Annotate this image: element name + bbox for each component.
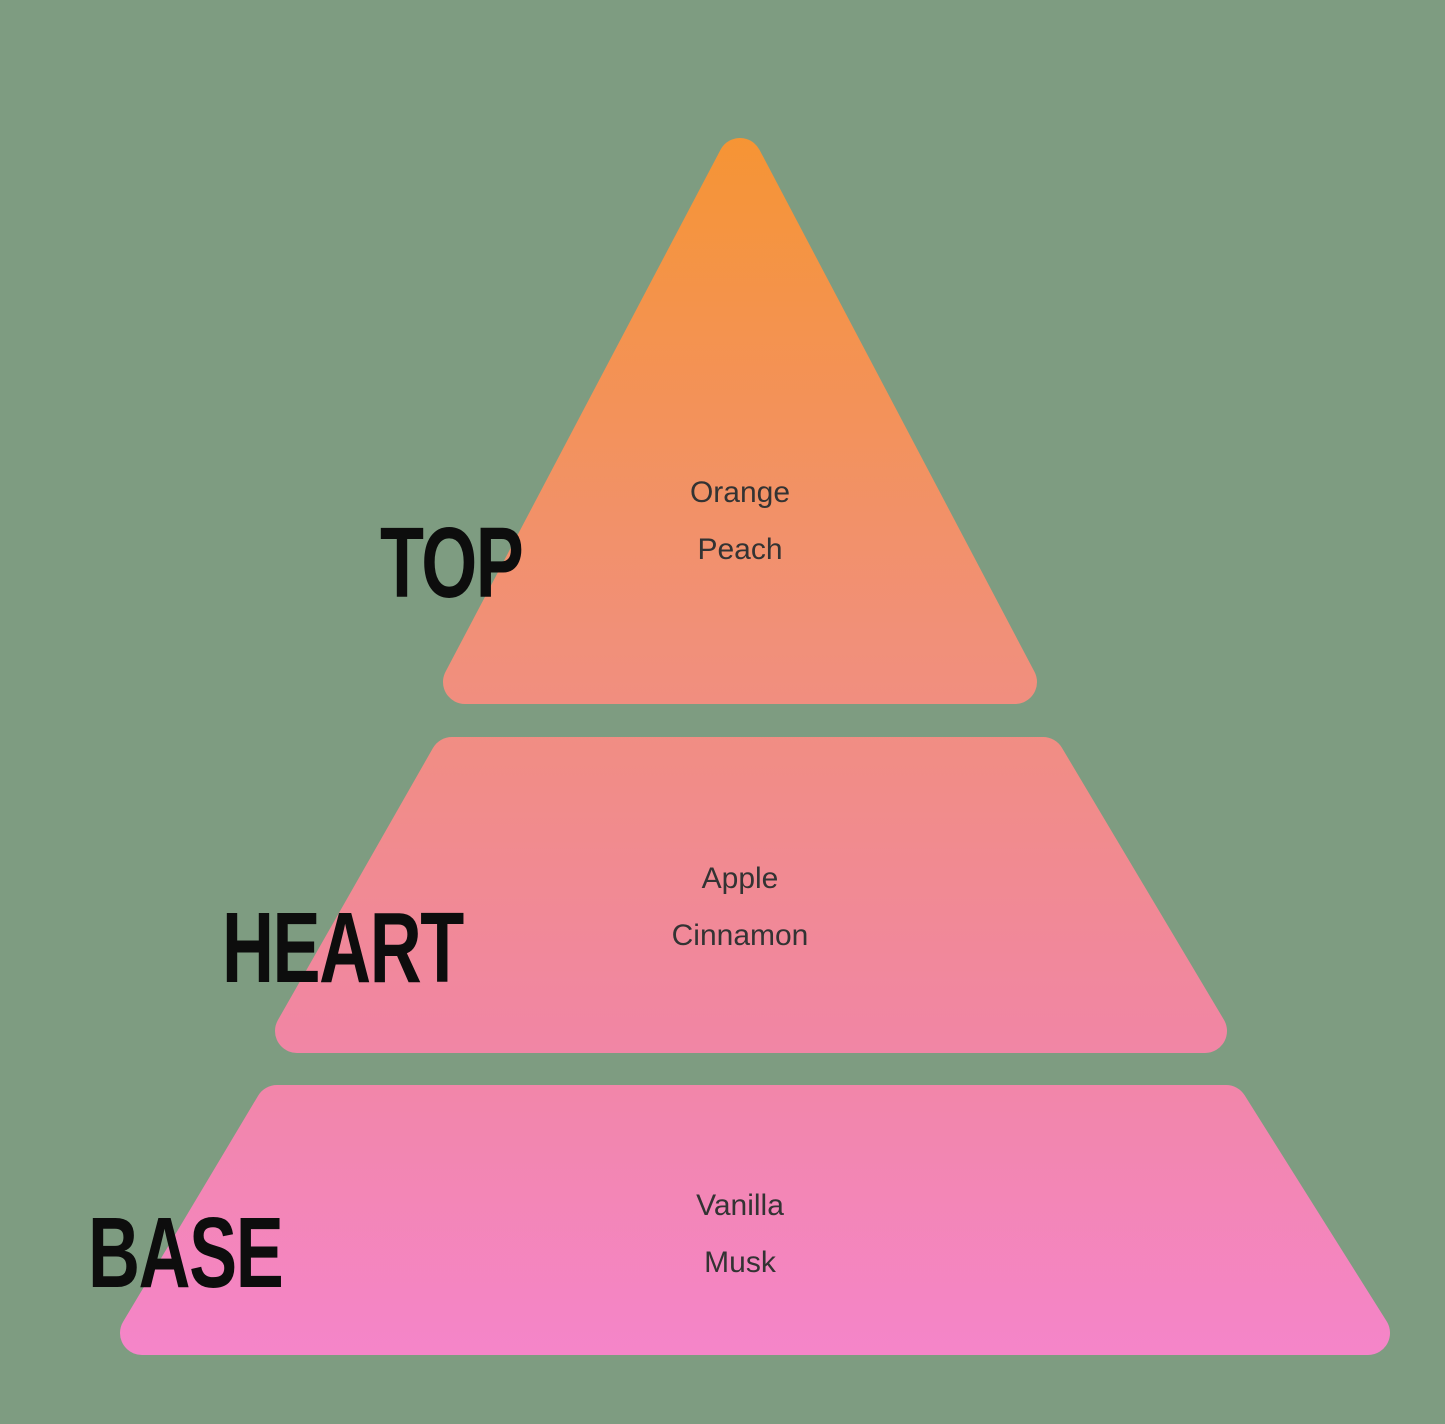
tier-heart-shape bbox=[275, 737, 1227, 1053]
note-line: Orange bbox=[689, 476, 791, 509]
tier-label-top: TOP bbox=[380, 507, 524, 619]
note-line: Musk bbox=[704, 1246, 776, 1279]
note-line: Vanilla bbox=[696, 1189, 784, 1222]
tier-notes-heart: Apple Cinnamon bbox=[672, 850, 809, 964]
tier-base-shape bbox=[120, 1085, 1390, 1355]
note-line: Peach bbox=[697, 533, 783, 566]
tier-top-shape bbox=[443, 138, 1037, 704]
tier-label-base: BASE bbox=[88, 1197, 284, 1309]
tier-notes-base: Vanilla Musk bbox=[696, 1177, 784, 1291]
tier-label-heart: HEART bbox=[222, 892, 464, 1004]
note-line: Cinnamon bbox=[671, 919, 809, 952]
tier-notes-top: Orange Peach bbox=[690, 464, 790, 578]
note-line: Apple bbox=[701, 862, 779, 895]
